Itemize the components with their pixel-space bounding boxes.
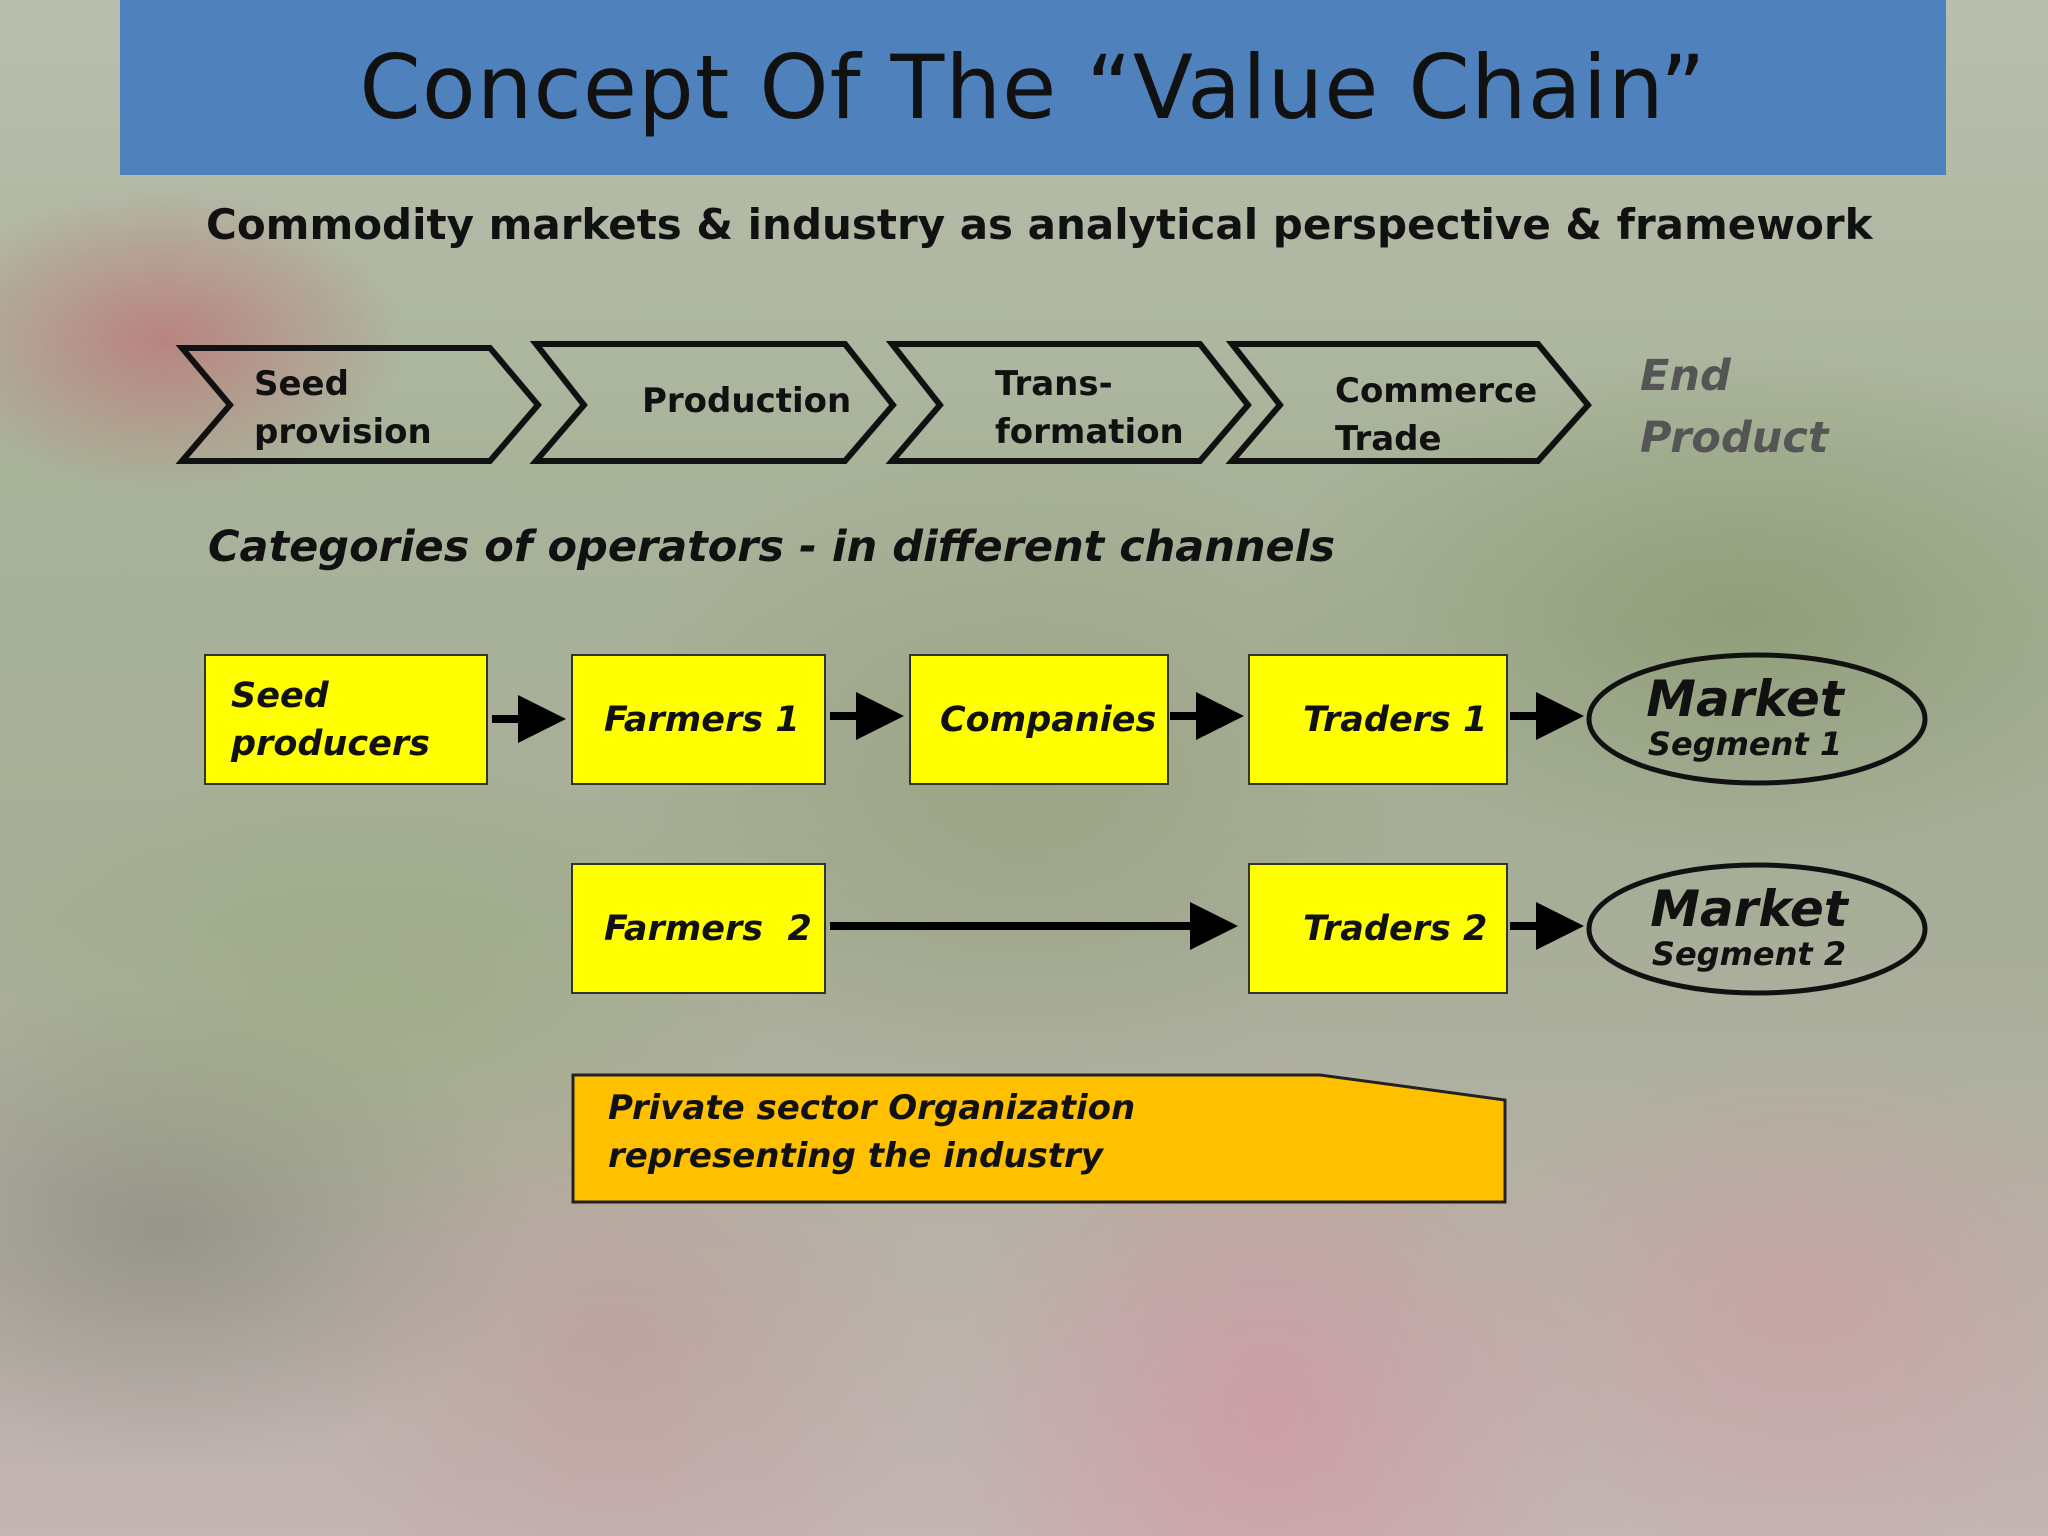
box-label: Traders 2 (1303, 908, 1488, 949)
chevron-label-line: Trade (1335, 419, 1442, 459)
box-label: Farmers 2 (604, 908, 812, 949)
market-segment-label: Segment 2 (1651, 935, 1847, 973)
market-segment-1-text: Market Segment 1 (1600, 672, 1890, 762)
end-product-line: End (1640, 351, 1731, 401)
box-farmers-1: Farmers 1 (571, 654, 826, 785)
end-product-line: Product (1640, 413, 1829, 463)
chevron-label-seed-provision: Seed provision (254, 360, 432, 456)
chevron-label-line: Production (642, 381, 852, 421)
end-product-label: End Product (1640, 345, 1828, 469)
market-segment-2-oval (1586, 862, 1928, 996)
market-label: Market (1650, 880, 1848, 938)
chevron-label-line: Seed (254, 364, 349, 404)
box-companies: Companies (909, 654, 1169, 785)
chevron-label-line: Trans- (995, 364, 1113, 404)
organization-label: Private sector Organization representing… (608, 1084, 1135, 1180)
box-label: Traders 1 (1303, 699, 1488, 740)
chevron-label-line: provision (254, 412, 432, 452)
organization-label-line: Private sector Organization (608, 1088, 1136, 1128)
section-heading: Categories of operators - in different c… (208, 522, 1336, 572)
box-label: Farmers 1 (604, 699, 800, 740)
market-label: Market (1646, 670, 1844, 728)
box-label: Companies (940, 699, 1157, 740)
chevron-label-production: Production (642, 377, 851, 425)
chevron-production (529, 341, 897, 464)
box-traders-1: Traders 1 (1248, 654, 1508, 785)
box-seed-producers: Seed producers (204, 654, 488, 785)
organization-label-line: representing the industry (608, 1136, 1103, 1176)
box-traders-2: Traders 2 (1248, 863, 1508, 994)
market-segment-1-oval (1586, 652, 1928, 786)
slide-subtitle: Commodity markets & industry as analytic… (206, 200, 1873, 249)
organization-box (571, 1073, 1507, 1204)
chevron-label-commerce-trade: Commerce Trade (1335, 367, 1537, 463)
box-label-line: Seed (231, 675, 329, 716)
title-bar: Concept Of The “Value Chain” (120, 0, 1946, 175)
box-farmers-2: Farmers 2 (571, 863, 826, 994)
chevron-label-line: formation (995, 412, 1184, 452)
market-segment-label: Segment 1 (1647, 725, 1843, 763)
slide-title: Concept Of The “Value Chain” (359, 36, 1707, 139)
box-label-line: producers (231, 723, 430, 764)
market-segment-2-text: Market Segment 2 (1604, 882, 1894, 972)
chevron-commerce-trade (1225, 341, 1592, 464)
chevron-label-line: Commerce (1335, 371, 1538, 411)
chevron-transformation (885, 341, 1252, 464)
chevron-seed-provision (175, 345, 542, 464)
chevron-label-transformation: Trans- formation (995, 360, 1184, 456)
